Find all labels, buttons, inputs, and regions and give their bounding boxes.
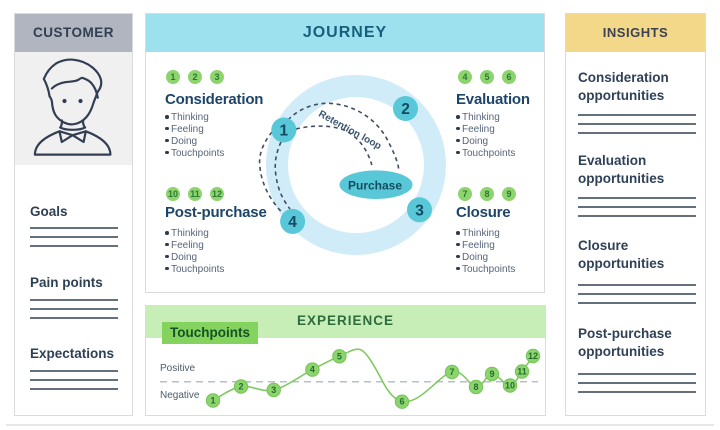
svg-text:12: 12 — [528, 351, 538, 361]
svg-text:3: 3 — [415, 202, 424, 219]
svg-text:1: 1 — [210, 396, 215, 406]
svg-text:Retention loop: Retention loop — [316, 109, 383, 153]
svg-text:2: 2 — [401, 101, 410, 118]
svg-text:4: 4 — [310, 365, 315, 375]
svg-text:4: 4 — [288, 214, 297, 231]
svg-text:5: 5 — [337, 351, 342, 361]
svg-text:9: 9 — [489, 369, 494, 379]
svg-text:7: 7 — [449, 367, 454, 377]
svg-text:2: 2 — [238, 382, 243, 392]
svg-text:3: 3 — [271, 385, 276, 395]
svg-text:10: 10 — [505, 381, 515, 391]
svg-text:Purchase: Purchase — [348, 179, 402, 193]
svg-text:6: 6 — [399, 397, 404, 407]
svg-text:8: 8 — [473, 382, 478, 392]
svg-text:1: 1 — [279, 123, 288, 140]
svg-text:11: 11 — [517, 367, 527, 377]
